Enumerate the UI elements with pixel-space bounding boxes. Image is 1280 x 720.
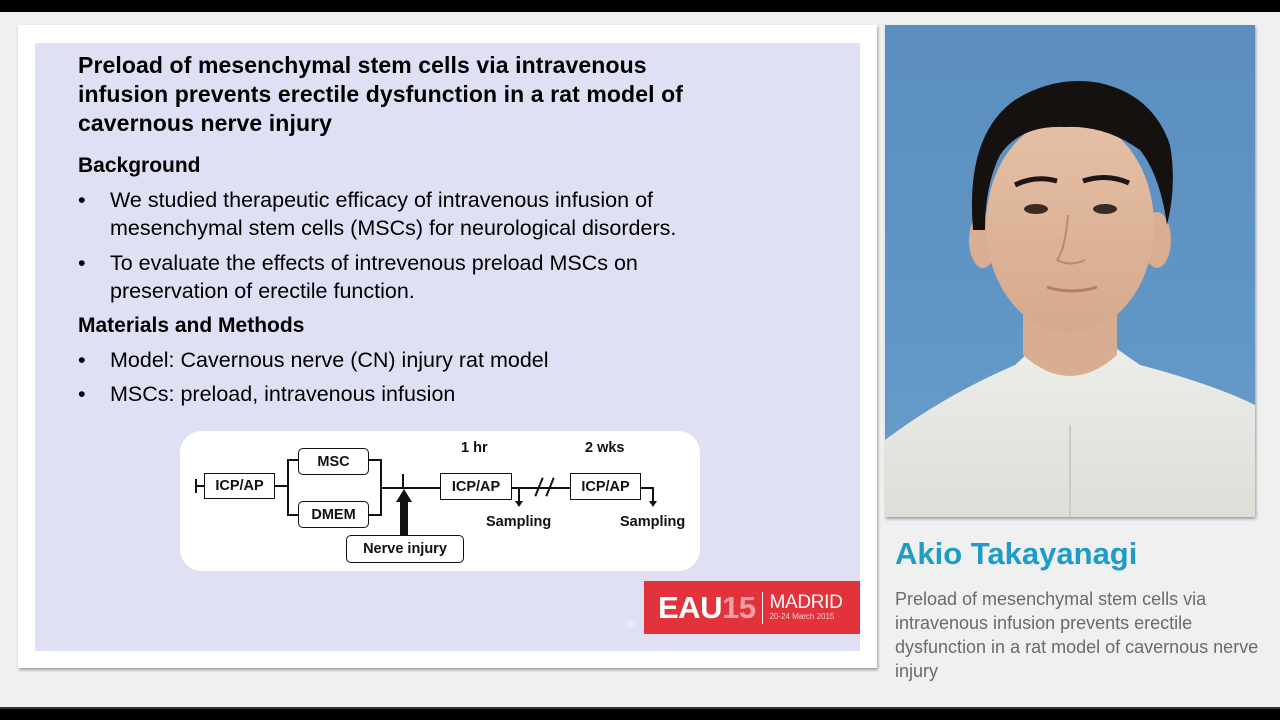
dmem-group-box: DMEM: [298, 501, 369, 528]
bullet-marker: •: [78, 348, 86, 372]
logo-divider: [762, 591, 764, 624]
bullet-text-line: preservation of erectile function.: [110, 279, 415, 303]
connector-line: [287, 514, 298, 516]
speaker-portrait-icon: [885, 81, 1255, 517]
icp-ap-baseline-box: ICP/AP: [204, 473, 275, 499]
eau15-madrid-logo: EAU 15 MADRID 20-24 March 2015: [644, 581, 860, 634]
bottom-letterbox-bar: [0, 707, 1280, 720]
slide-title: Preload of mesenchymal stem cells via in…: [78, 51, 838, 138]
sampling-drop-line: [652, 487, 654, 503]
injury-tick: [402, 474, 404, 488]
sampling-arrow-icon: [649, 501, 657, 507]
icp-ap-2wks-box: ICP/AP: [570, 473, 641, 500]
bullet-marker: •: [78, 188, 86, 212]
nerve-injury-box: Nerve injury: [346, 535, 464, 563]
time-label-1hr: 1 hr: [461, 440, 488, 456]
connector-line: [369, 459, 381, 461]
connector-line: [287, 459, 298, 461]
sampling-drop-line: [518, 487, 520, 503]
icp-ap-1hr-box: ICP/AP: [440, 473, 512, 500]
bullet-item: • MSCs: preload, intravenous infusion: [78, 380, 778, 408]
slide-frame: Preload of mesenchymal stem cells via in…: [18, 25, 877, 668]
nerve-injury-arrow-head-icon: [396, 489, 412, 502]
bullet-item: • Model: Cavernous nerve (CN) injury rat…: [78, 346, 778, 374]
bullet-text-line: mesenchymal stem cells (MSCs) for neurol…: [110, 216, 677, 240]
timeline-line: [380, 487, 440, 489]
connector-line: [275, 485, 288, 487]
logo-city-text: MADRID: [769, 592, 843, 613]
slide-title-line: cavernous nerve injury: [78, 110, 333, 136]
bullet-marker: •: [78, 251, 86, 275]
connector-line: [369, 514, 381, 516]
connector-line: [195, 485, 205, 487]
experiment-timeline-diagram: ICP/AP MSC DMEM Nerve injury 1 hr ICP/AP: [180, 431, 700, 571]
speaker-name: Akio Takayanagi: [895, 536, 1138, 571]
bullet-text-line: To evaluate the effects of intrevenous p…: [110, 251, 638, 275]
split-bracket: [287, 459, 289, 515]
slide-title-line: Preload of mesenchymal stem cells via in…: [78, 52, 647, 78]
sampling-arrow-icon: [515, 501, 523, 507]
bullet-text-line: MSCs: preload, intravenous infusion: [110, 382, 456, 406]
section-heading-background: Background: [78, 154, 201, 177]
bullet-item: • To evaluate the effects of intrevenous…: [78, 249, 778, 305]
nerve-injury-arrow-shaft: [400, 501, 408, 536]
timeline-line: [641, 487, 653, 489]
sampling-label-2wks: Sampling: [620, 514, 686, 530]
slide-title-line: infusion prevents erectile dysfunction i…: [78, 81, 683, 107]
timeline-line: [550, 487, 570, 489]
talk-title: Preload of mesenchymal stem cells via in…: [895, 589, 1259, 681]
logo-date-text: 20-24 March 2015: [769, 612, 835, 621]
bullet-text-line: We studied therapeutic efficacy of intra…: [110, 188, 654, 212]
logo-number-text: 15: [721, 589, 756, 625]
logo-location: MADRID 20-24 March 2015: [769, 593, 842, 622]
top-letterbox-bar: [0, 0, 1280, 12]
bullet-text-line: Model: Cavernous nerve (CN) injury rat m…: [110, 348, 549, 372]
speaker-photo: [885, 25, 1255, 517]
bullet-item: • We studied therapeutic efficacy of int…: [78, 186, 778, 242]
msc-group-box: MSC: [298, 448, 369, 475]
sampling-label-1hr: Sampling: [486, 514, 552, 530]
slide-watermark-dot: [625, 620, 635, 628]
presentation-slide: Preload of mesenchymal stem cells via in…: [35, 43, 860, 651]
logo-eau-text: EAU: [658, 589, 722, 625]
section-heading-methods: Materials and Methods: [78, 314, 305, 337]
time-label-2wks: 2 wks: [585, 440, 625, 456]
bullet-marker: •: [78, 382, 86, 406]
